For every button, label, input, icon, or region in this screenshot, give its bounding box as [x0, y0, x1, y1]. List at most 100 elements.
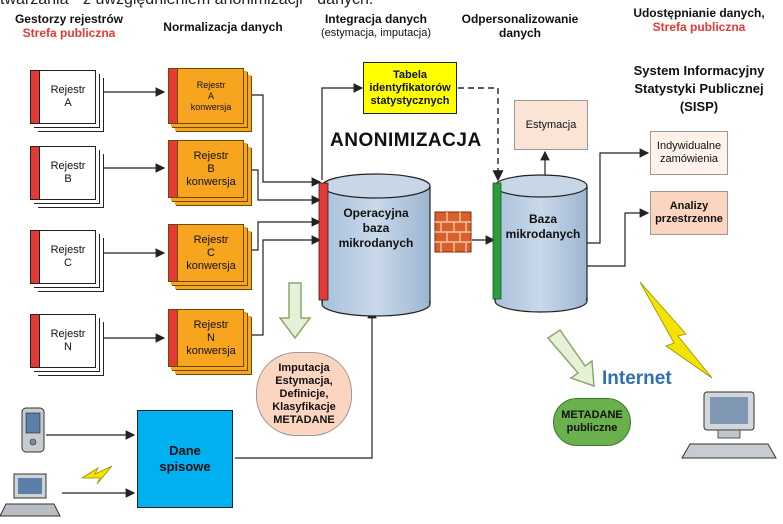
sisp-line3: (SISP) [679, 99, 719, 114]
green-arrow-down-imputacja [278, 282, 312, 340]
conversion-c-strip [169, 225, 178, 281]
operacyjna-cylinder [318, 173, 431, 317]
conversion-n-label: Rejestr [193, 318, 229, 331]
analizy-line1: Analizy [669, 200, 709, 212]
tabela-line2: identyfikatorów [369, 81, 451, 94]
register-c-strip [31, 231, 40, 283]
conversion-a-strip [169, 69, 178, 123]
header-gestorzy: Gestorzy rejestrów Strefa publiczna [6, 12, 132, 40]
arrow-spisowe-to-operacyjna [235, 308, 377, 459]
baza-line2: mikrodanych [505, 227, 581, 241]
header-udostepnianie: Udostępnianie danych, Strefa publiczna [616, 6, 782, 34]
header-integracja-sub: (estymacja, imputacja) [320, 27, 432, 39]
internet-label: Internet [602, 368, 672, 389]
conversion-c-word: konwersja [186, 259, 236, 272]
header-odpersonalizowanie: Odpersonalizowanie danych [452, 12, 588, 40]
conversion-b-letter: B [207, 162, 215, 175]
imputacja-line3: Definicje, [279, 387, 329, 400]
operacyjna-line1: Operacyjna [343, 206, 409, 220]
register-c-label: Rejestr [50, 244, 86, 256]
operacyjna-label: Operacyjna baza mikrodanych [330, 206, 422, 251]
baza-line1: Baza [528, 212, 557, 226]
register-arrows [104, 87, 166, 343]
indywidualne-line2: zamówienia [659, 153, 719, 165]
imputacja-line2: Estymacja, [275, 374, 333, 387]
register-b-letter: B [64, 173, 72, 185]
imputacja-line1: Imputacja [278, 361, 330, 374]
header-normalizacja: Normalizacja danych [163, 20, 283, 34]
lightning-icon-bottom [80, 465, 113, 485]
arrow-to-analizy [585, 208, 650, 267]
conversion-c-label: Rejestr [193, 233, 229, 246]
conversion-b-word: konwersja [186, 175, 236, 188]
firewall-icon [434, 211, 472, 253]
register-b-strip [31, 147, 40, 199]
baza-label: Baza mikrodanych [500, 212, 586, 242]
pda-icon [21, 407, 45, 453]
conversion-b-strip [169, 141, 178, 197]
conversion-a-label: Rejestr [196, 79, 226, 90]
baza-cylinder [492, 174, 588, 313]
header-odpersonalizowanie-1: Odpersonalizowanie [461, 12, 579, 26]
sisp-title: System Informacyjny Statystyki Publiczne… [618, 62, 780, 116]
register-n-label: Rejestr [50, 328, 86, 340]
conversion-n-word: konwersja [186, 344, 236, 357]
header-udostepnianie-1: Udostępnianie danych, [633, 6, 765, 20]
conversion-n-strip [169, 310, 178, 366]
metadane-line1: METADANE [561, 409, 623, 421]
imputacja-line4: Klasyfikacje [272, 400, 336, 413]
top-cut-text: twarzania " z uwzględnieniem anonimizacj… [0, 0, 783, 9]
conversion-b-label: Rejestr [193, 149, 229, 162]
sisp-line1: System Informacyjny [633, 63, 765, 78]
arrow-tabela-to-baza [458, 87, 504, 182]
header-udostepnianie-sub: Strefa publiczna [652, 20, 746, 34]
register-a-letter: A [64, 97, 72, 109]
lightning-icon-right [639, 281, 713, 379]
header-odpersonalizowanie-2: danych [498, 26, 541, 40]
estymacja-box: Estymacja [514, 100, 588, 150]
register-n-strip [31, 315, 40, 367]
arrow-to-indywidualne [585, 148, 650, 244]
register-a-strip [31, 71, 40, 123]
register-b-label: Rejestr [50, 160, 86, 172]
register-c-letter: C [64, 257, 72, 269]
anonimizacja-label: ANONIMIZACJA [330, 130, 482, 151]
conversion-arrows [250, 94, 322, 336]
imputacja-line5: METADANE [273, 413, 335, 426]
analizy-line2: przestrzenne [655, 213, 723, 225]
header-integracja: Integracja danych (estymacja, imputacja) [306, 12, 446, 40]
header-gestorzy-title: Gestorzy rejestrów [14, 12, 124, 26]
conversion-c-letter: C [207, 246, 215, 259]
conversion-a-word: konwersja [190, 101, 232, 112]
computer-icon-right [681, 391, 777, 459]
register-n-letter: N [64, 341, 72, 353]
operacyjna-line2: baza [362, 221, 390, 235]
green-arrow-down-metadane [546, 328, 595, 388]
conversion-a-letter: A [207, 90, 214, 101]
indywidualne-line1: Indywidualne [656, 140, 722, 152]
tabela-line3: statystycznych [370, 94, 450, 107]
imputacja-blob: Imputacja Estymacja, Definicje, Klasyfik… [256, 352, 352, 436]
header-gestorzy-sub: Strefa publiczna [22, 26, 116, 40]
register-a-label: Rejestr [50, 84, 86, 96]
conversion-n-letter: N [207, 331, 215, 344]
computer-icon-left [0, 473, 61, 517]
metadane-line2: publiczne [566, 422, 618, 434]
tabela-line1: Tabela [392, 68, 427, 81]
operacyjna-line3: mikrodanych [338, 236, 414, 250]
arrow-to-tabela [321, 83, 364, 180]
